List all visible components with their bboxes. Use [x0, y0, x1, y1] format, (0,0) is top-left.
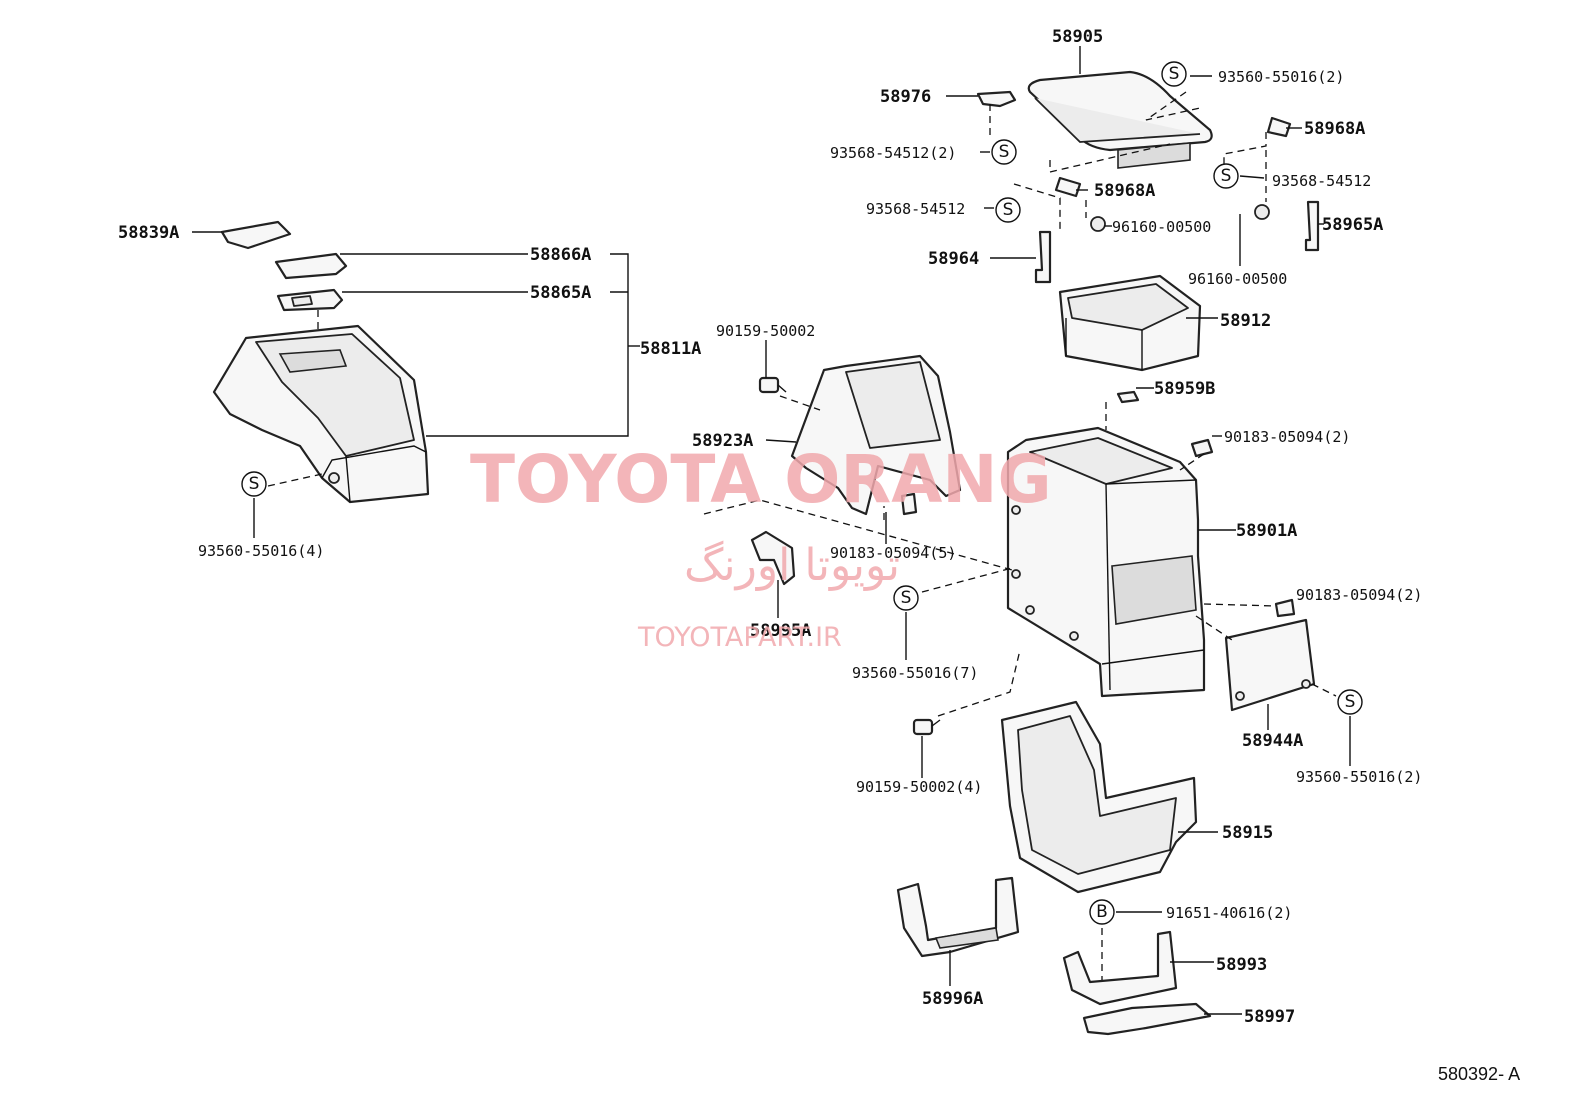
screw-symbol-7: S	[893, 585, 919, 611]
screw-symbol-top: S	[1161, 61, 1187, 87]
label-93568-54512-right: 93568-54512	[1272, 172, 1371, 190]
armrest-lid-58905	[1027, 70, 1213, 169]
assembly-lines	[267, 91, 1337, 980]
label-93568-54512-left: 93568-54512	[866, 200, 965, 218]
label-58944a: 58944A	[1242, 731, 1303, 751]
bolt-90159-bottom	[912, 718, 941, 736]
svg-text:B: B	[1096, 902, 1108, 922]
cover-58839a	[220, 220, 292, 250]
screw-symbol-right: S	[1213, 163, 1239, 189]
label-58811a: 58811A	[640, 339, 701, 359]
pad-58959b	[1116, 390, 1140, 404]
label-90159-50002-4: 90159-50002(4)	[856, 778, 982, 796]
label-91651-40616-2: 91651-40616(2)	[1166, 904, 1292, 922]
watermark: TOYOTA ORANG تویوتا اورنگ TOYOTAPART.IR	[470, 441, 1052, 653]
rod-58964	[1034, 230, 1052, 284]
hinge-58976	[976, 90, 1017, 108]
label-90183-05094-5: 90183-05094(5)	[830, 544, 956, 562]
label-58976: 58976	[880, 87, 931, 107]
lower-box-58915	[1000, 700, 1198, 894]
svg-text:S: S	[1169, 64, 1180, 84]
watermark-url: TOYOTAPART.IR	[637, 622, 842, 653]
clip-96160-low	[1254, 204, 1270, 220]
label-93560-55016-2-bot: 93560-55016(2)	[1296, 768, 1422, 786]
watermark-main: TOYOTA ORANG	[470, 441, 1052, 518]
console-58811a	[212, 324, 430, 504]
bolt-90159-top	[758, 376, 787, 394]
label-58993: 58993	[1216, 955, 1267, 975]
label-58905: 58905	[1052, 27, 1103, 47]
bracket-58995a	[750, 530, 796, 586]
bracket-58993	[1062, 930, 1178, 1006]
label-58996a: 58996A	[922, 989, 983, 1009]
screw-symbol-panel: S	[1337, 689, 1363, 715]
screw-symbol-58976: S	[991, 139, 1017, 165]
console-box-58901a	[1006, 426, 1206, 698]
label-58839a: 58839A	[118, 223, 179, 243]
plate-58997	[1082, 1002, 1212, 1036]
label-58923a: 58923A	[692, 431, 753, 451]
storage-box-58912	[1058, 274, 1202, 372]
label-58997: 58997	[1244, 1007, 1295, 1027]
screw-symbol-left: S	[995, 197, 1021, 223]
label-58866a: 58866A	[530, 245, 591, 265]
hinge-58968a-mid	[1054, 176, 1082, 198]
rod-58965A	[1304, 200, 1320, 252]
label-96160-00500-mid: 96160-00500	[1112, 218, 1211, 236]
plate-58865a	[276, 288, 344, 312]
svg-text:S: S	[901, 588, 912, 608]
label-93560-55016-2-top: 93560-55016(2)	[1218, 68, 1344, 86]
label-58995a: 58995A	[750, 621, 811, 641]
label-58965a: 58965A	[1322, 215, 1383, 235]
bracket-58996a	[896, 876, 1020, 958]
panel-58944a	[1224, 618, 1316, 712]
clip-90183-top	[1190, 438, 1214, 458]
label-93568-54512-2: 93568-54512(2)	[830, 144, 956, 162]
label-93560-55016-4: 93560-55016(4)	[198, 542, 324, 560]
label-90159-50002: 90159-50002	[716, 322, 815, 340]
label-58901a: 58901A	[1236, 521, 1297, 541]
illustration-code: 580392- A	[1438, 1064, 1520, 1084]
svg-text:S: S	[249, 474, 260, 494]
label-90183-05094-2-mid: 90183-05094(2)	[1296, 586, 1422, 604]
svg-text:S: S	[1221, 166, 1232, 186]
plate-58866a	[274, 252, 348, 280]
label-90183-05094-2-top: 90183-05094(2)	[1224, 428, 1350, 446]
svg-text:S: S	[1345, 692, 1356, 712]
bracket-58923a	[790, 354, 962, 516]
label-58968a-right: 58968A	[1304, 119, 1365, 139]
label-58912: 58912	[1220, 311, 1271, 331]
clip-90183-mid	[1274, 598, 1296, 618]
watermark-farsi: تویوتا اورنگ	[684, 540, 900, 591]
svg-text:S: S	[1003, 200, 1014, 220]
label-58915: 58915	[1222, 823, 1273, 843]
leader-lines	[192, 46, 1351, 1015]
label-58964: 58964	[928, 249, 979, 269]
label-58968a-mid: 58968A	[1094, 181, 1155, 201]
label-93560-55016-7: 93560-55016(7)	[852, 664, 978, 682]
screw-symbol-console: S	[241, 471, 267, 497]
clip-96160-mid	[1090, 216, 1106, 232]
label-96160-00500-low: 96160-00500	[1188, 270, 1287, 288]
label-58865a: 58865A	[530, 283, 591, 303]
hinge-58968a-right	[1266, 116, 1292, 138]
clip-90183-left	[900, 492, 918, 516]
part-labels: 58905 93560-55016(2) 58976 58968A 93568-…	[118, 27, 1422, 1027]
svg-text:S: S	[999, 142, 1010, 162]
bolt-symbol: B	[1089, 899, 1115, 925]
label-58959b: 58959B	[1154, 379, 1215, 399]
